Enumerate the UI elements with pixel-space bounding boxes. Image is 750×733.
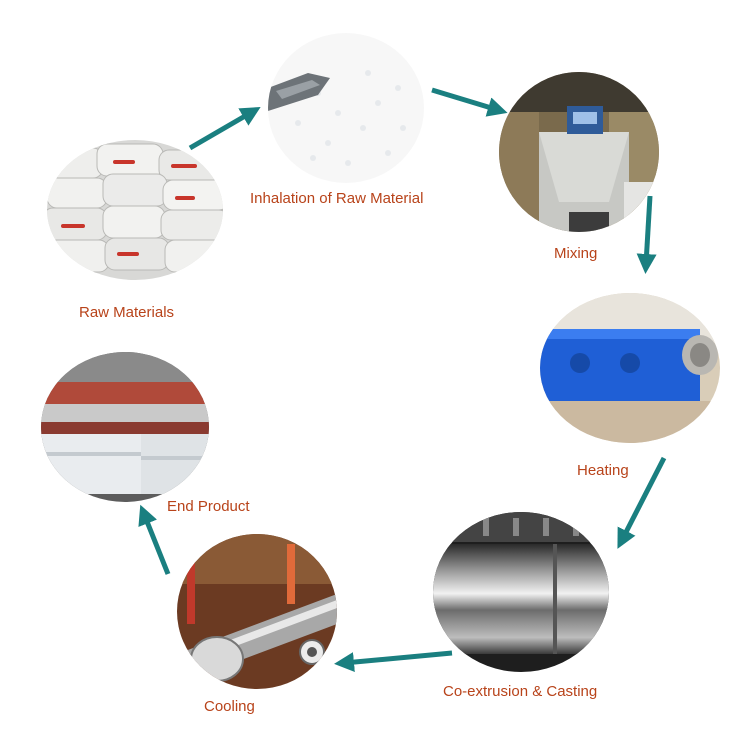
stage-label-heating: Heating [577,462,629,479]
stage-label-mixing: Mixing [554,245,598,262]
arrow-co-extrusion-to-cooling [334,650,453,673]
stage-label-co-extrusion: Co-extrusion & Casting [443,683,598,700]
cooling-rollers-illustration [177,534,337,689]
arrow-raw-to-inhalation [188,106,261,151]
stage-label-raw-materials: Raw Materials [79,304,175,321]
extruder-illustration [540,293,720,443]
arrow-cooling-to-end-product [138,504,171,575]
sacks-illustration [47,140,223,280]
film-rolls-illustration [41,352,209,502]
stage-label-end-product: End Product [167,498,250,515]
mixing-photo [499,72,659,232]
arrow-inhalation-to-mixing [431,87,508,117]
raw-materials-photo [47,140,223,280]
granules-illustration [268,33,424,183]
heating-photo [540,293,720,443]
mixer-illustration [499,72,659,232]
cooling-photo [177,534,337,689]
stage-label-cooling: Cooling [204,698,255,715]
end-product-photo [41,352,209,502]
inhalation-photo [268,33,424,183]
co-extrusion-photo [433,512,609,672]
stage-label-inhalation: Inhalation of Raw Material [250,190,424,207]
arrow-mixing-to-heating [636,195,657,274]
casting-roller-illustration [433,512,609,672]
